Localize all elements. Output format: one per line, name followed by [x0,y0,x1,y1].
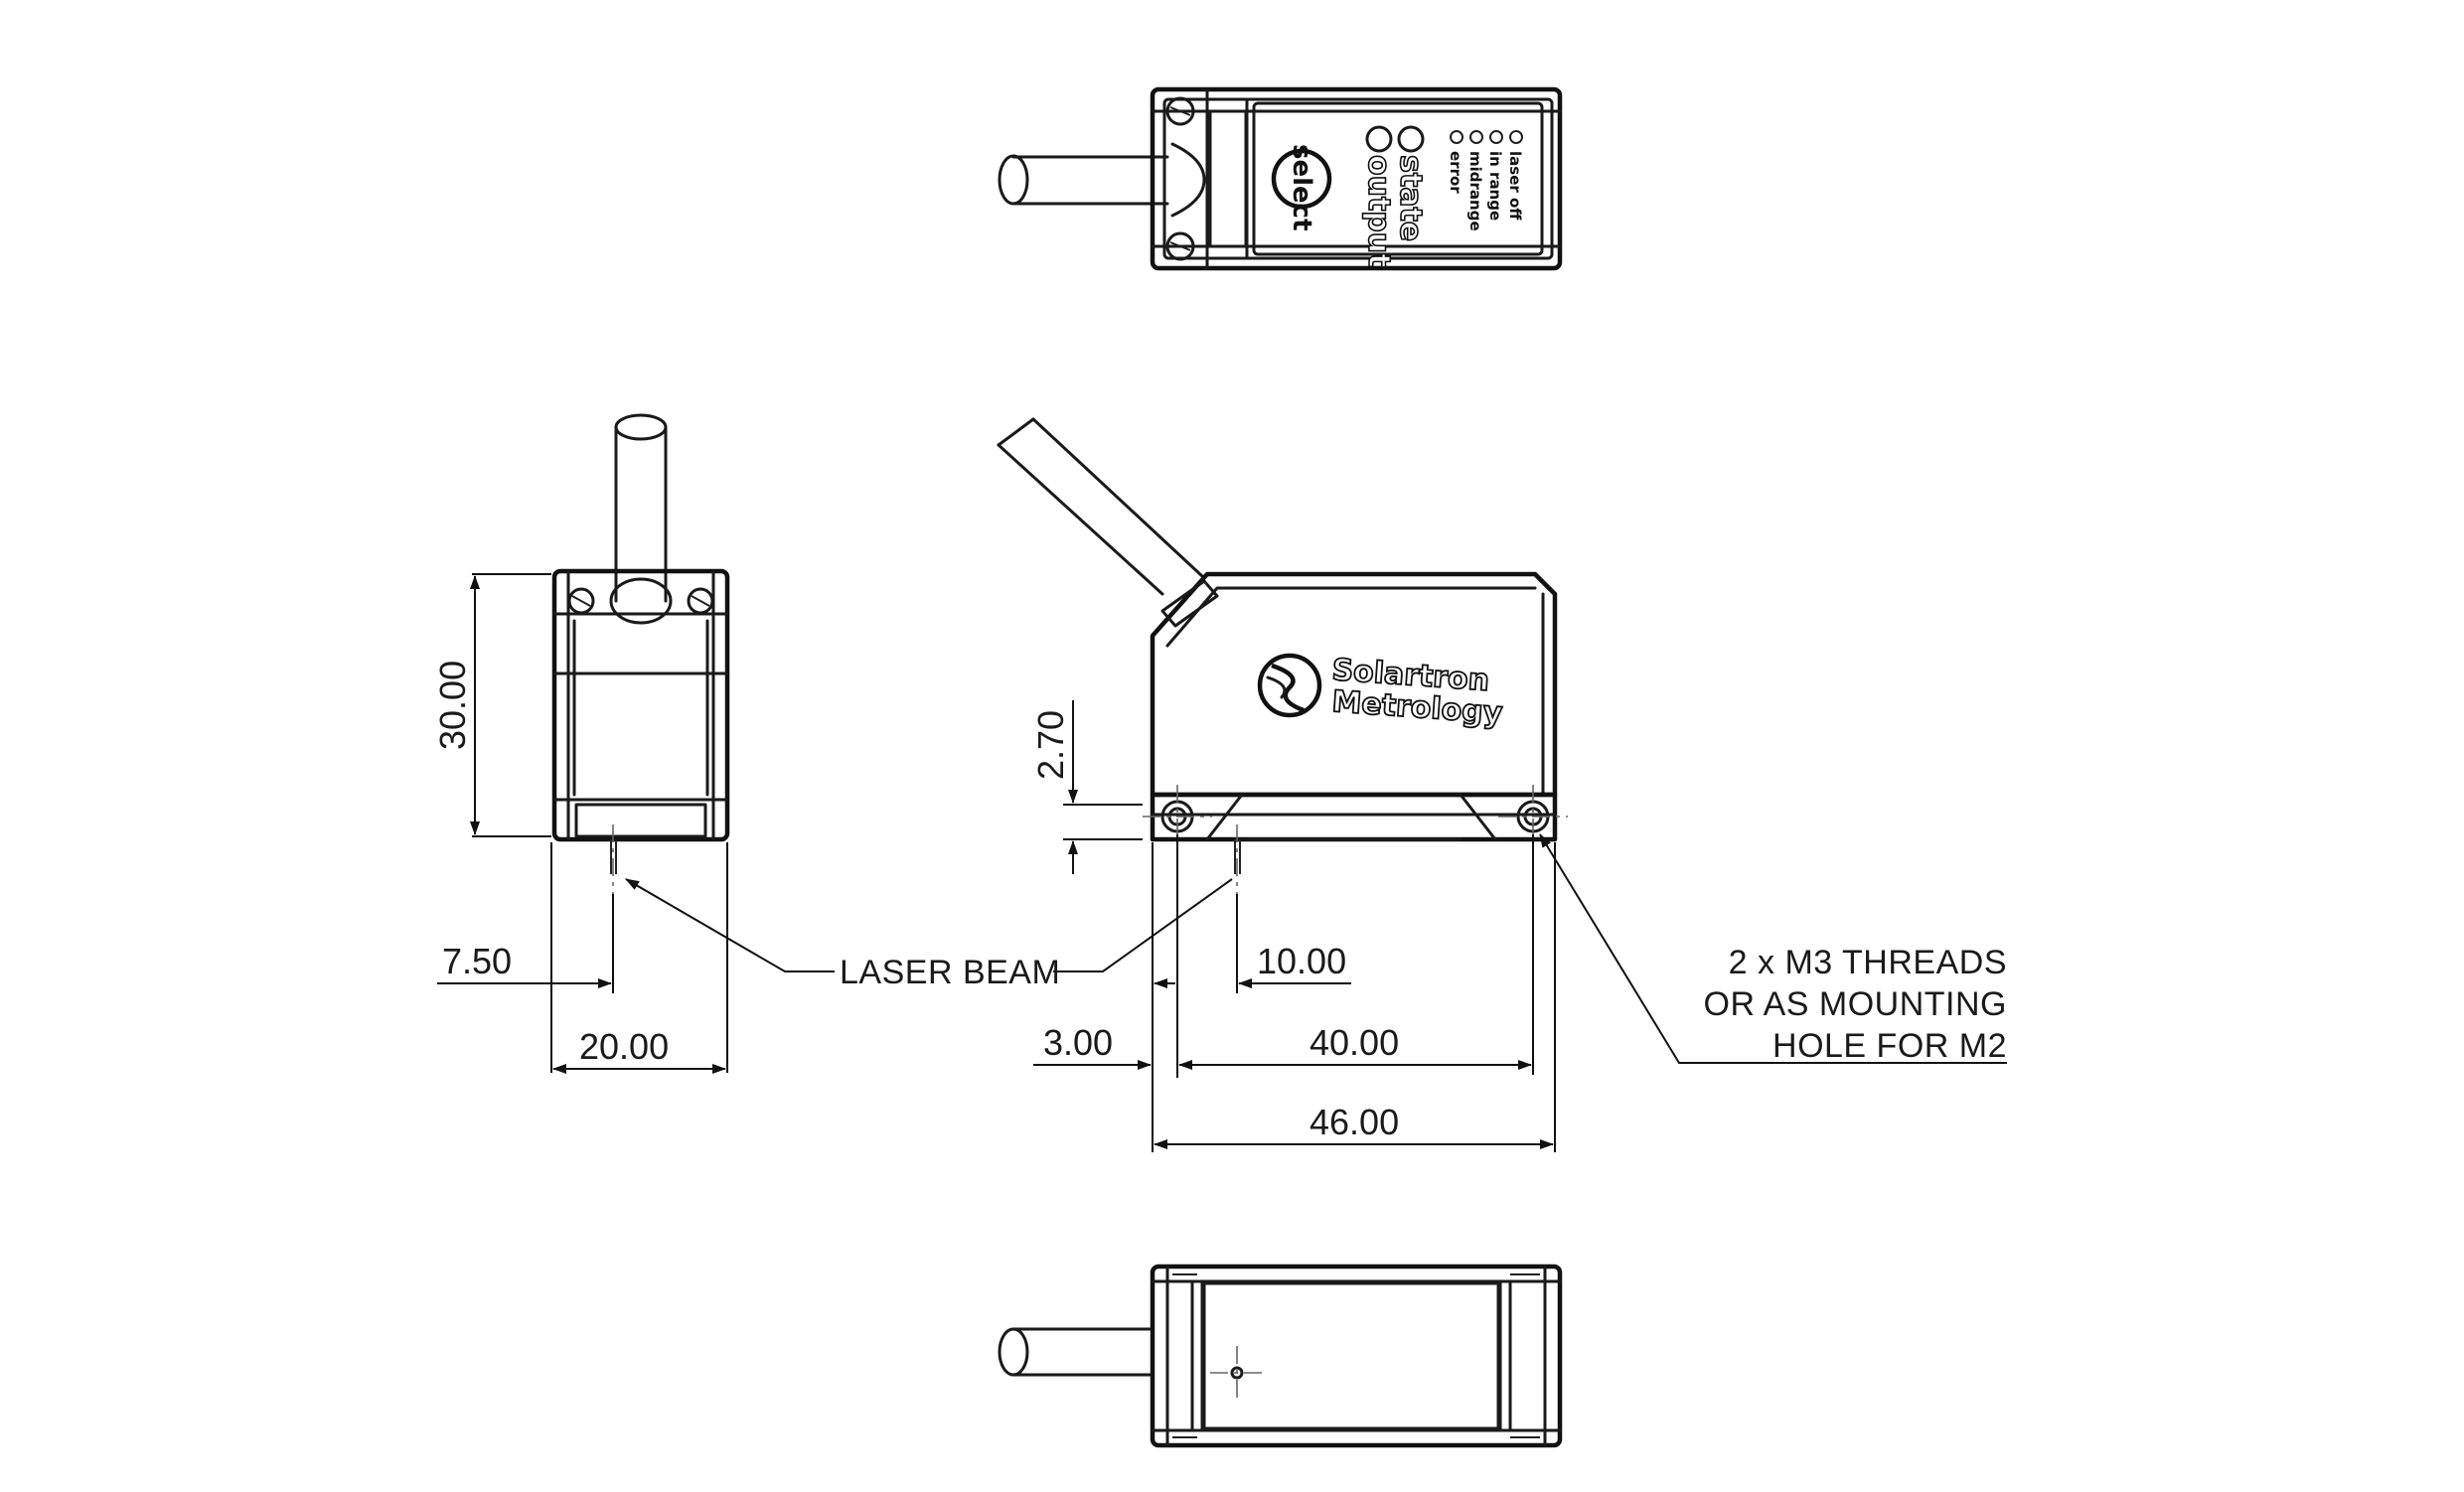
select-button [1271,148,1332,210]
led-label-midrange: midrange [1466,151,1484,231]
output-indicator-icon [1365,125,1393,153]
output-label: output [1361,155,1396,267]
dim-hole-spacing: 40.00 [1309,1022,1399,1063]
bottom-view [998,1264,1563,1448]
led-icon [1450,130,1463,144]
screw-icon [1165,231,1195,261]
threads-label-line3: HOLE FOR M2 [1772,1027,2007,1065]
top-view: select state output laser off in range m… [998,86,1563,271]
dim-beam-height: 2.70 [1030,710,1071,780]
screw-icon [567,587,595,615]
logo-line1: Solartron [1330,653,1490,698]
state-indicator-icon [1397,125,1425,153]
led-label-laser-off: laser off [1506,151,1524,221]
dim-hole-inset: 3.00 [1043,1022,1113,1063]
dim-beam-offset-side: 7.50 [442,941,512,981]
beam-exit-icon [1230,1366,1244,1380]
screw-icon [1165,96,1195,126]
dim-height: 30.00 [432,661,473,750]
led-icon [1509,130,1523,144]
dim-length: 46.00 [1309,1102,1399,1142]
front-view: Solartron Metrology [997,417,1568,894]
led-icon [1489,130,1503,144]
screw-icon [687,587,714,615]
dim-width: 20.00 [579,1026,669,1067]
solartron-logo: Solartron Metrology [1257,652,1505,732]
select-button-label: select [1287,144,1316,231]
state-label: state [1393,155,1428,241]
threads-label-line1: 2 x M3 THREADS [1729,944,2007,981]
led-label-in-range: in range [1486,151,1504,221]
threads-label-line2: OR AS MOUNTING [1704,985,2007,1023]
dim-beam-offset-front: 10.00 [1257,941,1346,981]
led-label-error: error [1447,151,1464,194]
led-icon [1469,130,1483,144]
side-view [551,413,730,894]
laser-beam-label: LASER BEAM [840,954,1060,991]
dimension-lines [437,573,2007,1152]
